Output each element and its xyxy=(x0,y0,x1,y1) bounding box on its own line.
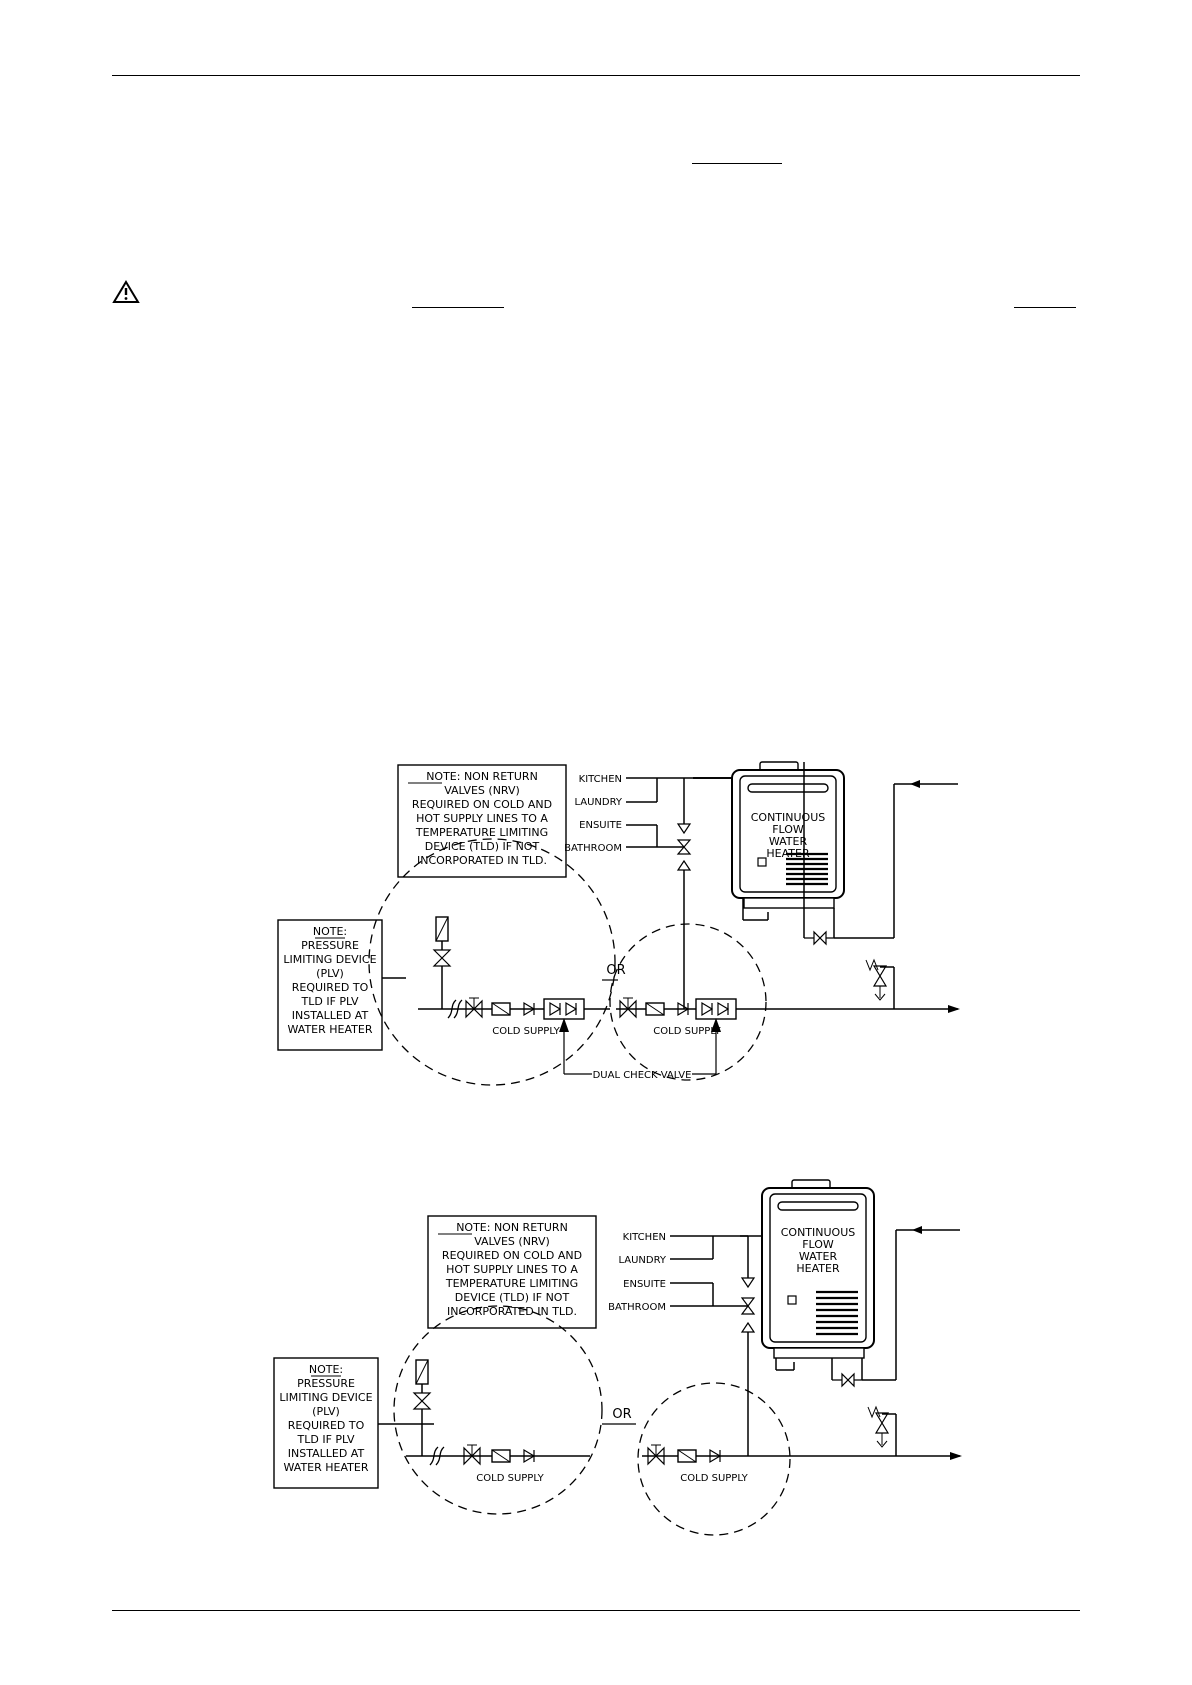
heater-label: CONTINUOUS xyxy=(751,811,826,824)
plv-note-line: INSTALLED AT xyxy=(292,1009,369,1022)
nrv-note-line: HOT SUPPLY LINES TO A xyxy=(446,1263,578,1276)
nrv-note-line: REQUIRED ON COLD AND xyxy=(412,798,552,811)
diagram-bottom: NOTE: NON RETURN VALVES (NRV) REQUIRED O… xyxy=(273,1179,962,1536)
plv-note-line: TLD IF PLV xyxy=(301,995,359,1008)
plv-note-line: WATER HEATER xyxy=(288,1023,373,1036)
detail-circle-left xyxy=(368,838,616,1086)
diagram-top: NOTE: NON RETURN VALVES (NRV) REQUIRED O… xyxy=(277,761,960,1086)
detail-circle-right xyxy=(637,1382,791,1536)
plv-note-line: PRESSURE xyxy=(301,939,359,952)
heater-label: WATER xyxy=(799,1250,838,1263)
header-rule xyxy=(112,75,1080,76)
nrv-note-line: HOT SUPPLY LINES TO A xyxy=(416,812,548,825)
or-label: OR xyxy=(606,963,625,978)
cold-supply-label: COLD SUPPLY xyxy=(476,1473,544,1484)
nrv-note-box xyxy=(397,764,567,878)
outlet-label: BATHROOM xyxy=(564,843,622,854)
nrv-note-box xyxy=(427,1215,597,1329)
cold-supply-label: COLD SUPPLY xyxy=(680,1473,748,1484)
outlet-label: ENSUITE xyxy=(579,820,622,831)
plv-note-line: WATER HEATER xyxy=(284,1461,369,1474)
nrv-note-line: TEMPERATURE LIMITING xyxy=(445,1277,578,1290)
plv-note-box xyxy=(273,1357,379,1489)
plv-note-line: LIMITING DEVICE xyxy=(283,953,376,966)
outlet-label: BATHROOM xyxy=(608,1302,666,1313)
water-heater-icon: CONTINUOUS FLOW WATER HEATER xyxy=(761,1179,875,1359)
outlet-label: KITCHEN xyxy=(623,1232,666,1243)
plv-note-line: NOTE: xyxy=(309,1363,343,1376)
dual-check-label: DUAL CHECK VALVE xyxy=(593,1070,692,1081)
plv-note-line: PRESSURE xyxy=(297,1377,355,1390)
nrv-note-line: NOTE: NON RETURN xyxy=(456,1221,568,1234)
plv-note-box xyxy=(277,919,383,1051)
plv-note-line: REQUIRED TO xyxy=(292,981,369,994)
nrv-note-line: VALVES (NRV) xyxy=(444,784,520,797)
detail-circle-left xyxy=(393,1305,603,1515)
water-heater-icon: CONTINUOUS FLOW WATER HEATER xyxy=(731,761,845,909)
plv-note-line: (PLV) xyxy=(316,967,344,980)
nrv-note-line: INCORPORATED IN TLD. xyxy=(417,854,547,867)
cold-supply-label: COLD SUPPLY xyxy=(653,1026,721,1037)
plv-note-line: LIMITING DEVICE xyxy=(279,1391,372,1404)
nrv-note-line: DEVICE (TLD) IF NOT xyxy=(455,1291,570,1304)
outlet-label: LAUNDRY xyxy=(618,1255,666,1266)
warning-icon xyxy=(112,280,140,303)
outlet-label: ENSUITE xyxy=(623,1279,666,1290)
footer-rule xyxy=(112,1610,1080,1611)
detail-circle-right xyxy=(609,923,767,1081)
cold-supply-label: COLD SUPPLY xyxy=(492,1026,560,1037)
nrv-note-line: DEVICE (TLD) IF NOT xyxy=(425,840,540,853)
nrv-note-line: REQUIRED ON COLD AND xyxy=(442,1249,582,1262)
heater-label: CONTINUOUS xyxy=(781,1226,856,1239)
nrv-note-line: TEMPERATURE LIMITING xyxy=(415,826,548,839)
plv-note-line: INSTALLED AT xyxy=(288,1447,365,1460)
outlet-label: KITCHEN xyxy=(579,774,622,785)
underline-mark xyxy=(1014,307,1076,308)
heater-label: FLOW xyxy=(802,1238,834,1251)
nrv-note-line: NOTE: NON RETURN xyxy=(426,770,538,783)
nrv-note-line: VALVES (NRV) xyxy=(474,1235,550,1248)
outlet-label: LAUNDRY xyxy=(574,797,622,808)
heater-label: HEATER xyxy=(796,1262,840,1275)
or-label: OR xyxy=(612,1407,631,1422)
plv-note-line: REQUIRED TO xyxy=(288,1419,365,1432)
plv-note-line: TLD IF PLV xyxy=(297,1433,355,1446)
underline-mark xyxy=(692,163,782,164)
underline-mark xyxy=(412,307,504,308)
heater-label: HEATER xyxy=(766,847,810,860)
heater-label: FLOW xyxy=(772,823,804,836)
plv-note-line: (PLV) xyxy=(312,1405,340,1418)
plv-note-line: NOTE: xyxy=(313,925,347,938)
heater-label: WATER xyxy=(769,835,808,848)
